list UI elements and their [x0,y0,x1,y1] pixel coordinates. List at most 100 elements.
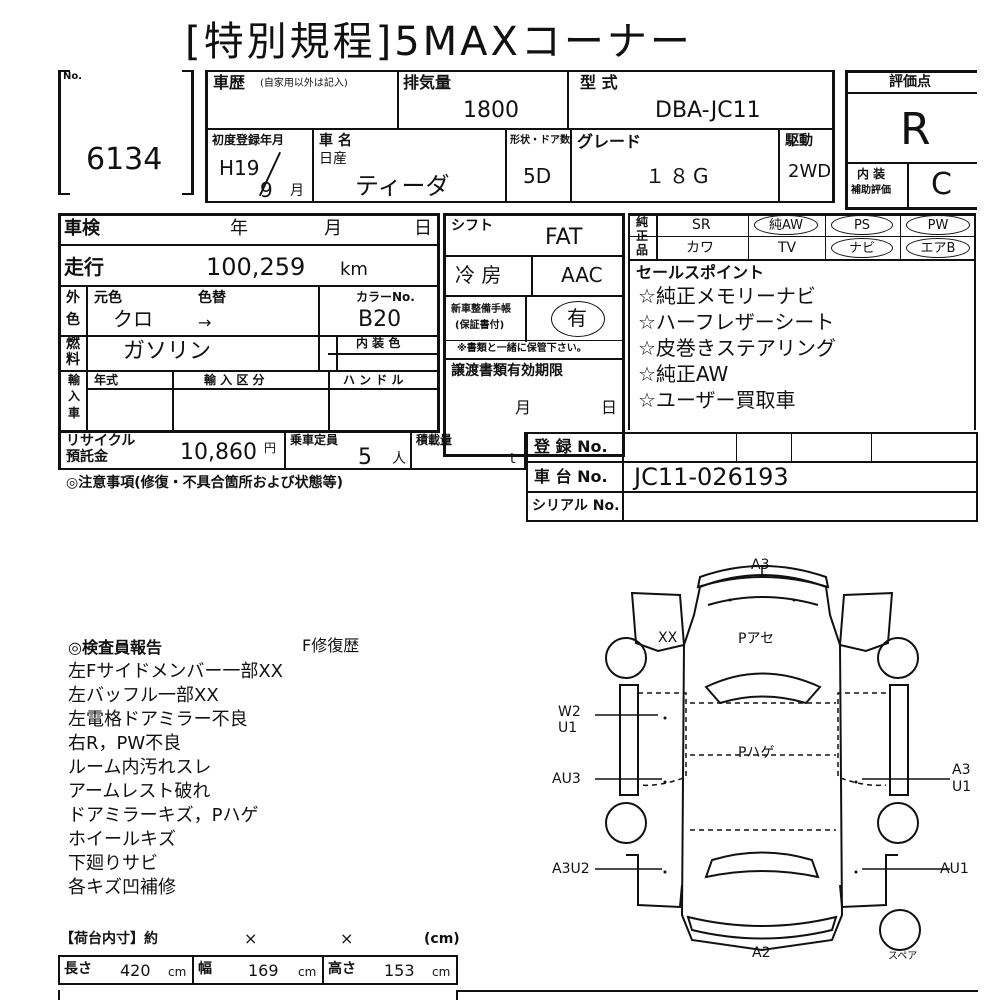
warranty-label-2: (保証書付) [455,320,505,331]
inspector-item-1: 左Fサイドメンバー一部XX [68,661,284,682]
first-reg-label: 初度登録年月 [212,133,285,147]
mileage-label: 走行 [64,255,104,279]
equip-tv: TV [778,240,797,256]
sales-point-2: ☆ハーフレザーシート [638,310,835,334]
warranty-value: 有 [567,306,587,330]
shift-block: シフト FAT 冷 房 AAC 新車整備手帳 (保証書付) 有 ※書類と一緒に保… [443,213,625,457]
diag-label-p-ase: Pアセ [738,631,775,647]
model-value: DBA-JC11 [655,98,761,123]
diag-label-w2: W2 [558,704,581,720]
history-label: 車歴 [213,73,246,92]
inspector-item-9: 下廻りサビ [68,853,158,874]
load-label: 積載量 [416,433,453,447]
sales-point-5: ☆ユーザー買取車 [638,388,796,412]
grade-label: グレード [577,132,642,151]
diag-label-au3: AU3 [552,771,581,787]
height-label: 高さ [328,961,356,977]
original-color-label: 元色 [94,290,122,306]
diag-label-u1-left: U1 [558,720,578,736]
serial-no-label: シリアル No. [532,498,620,514]
lot-number-box: No. 6134 [58,70,198,198]
car-damage-diagram [595,565,950,952]
lot-no-label: No. [63,71,83,82]
cargo-unit: (cm) [424,931,460,947]
recycle-unit: 円 [264,441,277,455]
color-side-2: 色 [66,312,80,328]
car-name-label: 車 名 [319,133,352,149]
width-unit: cm [298,965,317,979]
cargo-label: 【荷台内寸】約 [60,931,158,947]
month-unit: 月 [290,183,304,199]
repair-history-label: F修復歴 [302,636,360,655]
import-class-label: 輸 入 区 分 [204,373,265,387]
height-value: 153 [384,961,415,980]
mileage-value: 100,259 [206,253,306,281]
sales-points-label: セールスポイント [636,263,765,282]
displacement-label: 排気量 [403,73,452,92]
cargo-x-1: × [244,929,258,948]
diag-label-xx: XX [658,630,678,646]
width-label: 幅 [198,961,212,977]
chassis-no-label: 車 台 No. [534,467,608,486]
diag-label-a3-right: A3 [952,762,971,778]
shift-label: シフト [451,218,493,234]
equip-pw-circled: PW [906,215,970,235]
diag-label-spare: スペア [888,951,918,962]
inspection-year: 年 [230,218,248,239]
color-code-label: カラーNo. [356,290,415,304]
inspector-item-5: ルーム内汚れスレ [68,757,212,778]
color-side-1: 外 [66,290,80,306]
chassis-no-value: JC11-026193 [634,463,789,491]
inspector-item-6: アームレスト破れ [68,781,211,802]
inspection-block: 車検 年 月 日 走行 100,259 km 外 色 元色 色替 クロ → カラ… [58,213,440,433]
height-unit: cm [432,965,451,979]
original-color: クロ [113,307,153,331]
length-label: 長さ [64,961,92,977]
diag-label-a3u2: A3U2 [552,861,590,877]
inspector-item-10: 各キズ凹補修 [68,877,176,898]
first-reg-month: 9 [260,178,273,202]
inspection-day: 日 [414,218,432,239]
color-change-label: 色替 [198,290,226,306]
inspector-item-2: 左バッフル一部XX [68,685,219,706]
aircon-value: AAC [561,263,603,287]
recycle-label-2: 預託金 [66,449,108,465]
color-code: B20 [358,307,402,332]
equip-ps-circled: PS [831,215,893,235]
aircon-label: 冷 房 [455,263,502,287]
inspector-item-4: 右R，PW不良 [68,733,182,754]
transfer-day: 日 [601,398,618,417]
diag-label-a2: A2 [752,945,771,961]
transfer-month: 月 [515,398,532,417]
equip-sr: SR [692,217,711,233]
notes-label: ◎注意事項(修復・不具合箇所および状態等) [66,475,344,491]
interior-score: C [931,167,952,202]
diag-label-p-hage: Pハゲ [738,745,775,761]
mileage-unit: km [340,259,368,280]
equipment-block: 純 正 品 SR 純AW PS PW カワ TV ナビ エアB セールスポイント… [628,213,976,430]
sales-point-3: ☆皮巻きステアリング [638,336,836,360]
sales-point-4: ☆純正AW [638,362,729,386]
doors-label: 形状・ドア数 [510,135,570,146]
doors-value: 5D [523,164,552,188]
import-side-3: 車 [68,406,81,420]
load-unit: t [510,451,516,467]
page-title: [特別規程]5MAXコーナー [185,19,693,65]
cargo-x-2: × [340,929,354,948]
equipment-side-3: 品 [636,243,649,257]
interior-sub-label: 補助評価 [851,185,891,196]
fuel-side-2: 料 [66,352,80,368]
equip-airbag-circled: エアB [906,238,970,258]
recycle-label-1: リサイクル [66,433,136,449]
equip-leather: カワ [686,240,714,256]
shift-value: FAT [545,225,583,250]
import-side-1: 輸 [68,373,81,387]
inspector-item-7: ドアミラーキズ，Pハゲ [68,805,259,826]
maker: 日産 [319,151,347,167]
drive-value: 2WD [788,161,832,182]
cargo-dimensions-box: 長さ 420 cm 幅 169 cm 高さ 153 cm [58,955,458,985]
capacity-label: 乗車定員 [290,433,339,447]
import-side-2: 入 [68,389,81,403]
displacement-value: 1800 [463,98,519,123]
diag-label-au1: AU1 [940,861,969,877]
